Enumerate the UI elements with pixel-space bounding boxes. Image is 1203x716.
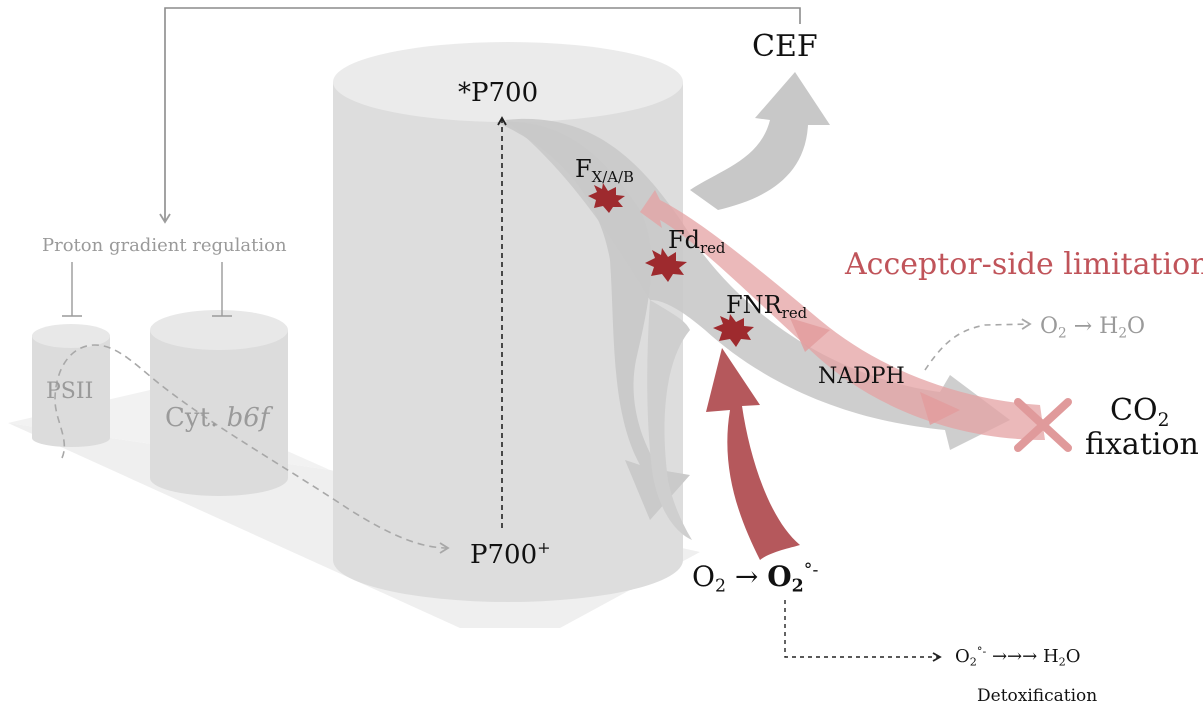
- detoxification-label: Detoxification: [977, 686, 1098, 706]
- water-h: H: [1099, 314, 1119, 339]
- o2-arrow: →: [726, 560, 768, 593]
- detox-h-sub: 2: [1058, 655, 1066, 669]
- water-h-sub: 2: [1118, 325, 1127, 342]
- detox-path: [784, 600, 942, 662]
- p700-ox-sup: +: [537, 538, 551, 558]
- fnr-sub: red: [781, 303, 808, 322]
- detox-chain-label: O2°- →→→ H2O: [955, 645, 1081, 669]
- fxab-base: F: [575, 155, 592, 183]
- detox-h: H: [1042, 646, 1059, 667]
- pink-arrowhead-2: [920, 392, 960, 425]
- co2-label: CO2: [1110, 393, 1169, 430]
- nadph-label: NADPH: [818, 364, 905, 389]
- psii-label: PSII: [46, 379, 94, 404]
- linear-electron-path: [54, 344, 450, 554]
- fxab-label: FX/A/B: [575, 155, 634, 184]
- pink-acceptor-flow: [640, 190, 1045, 440]
- p700-ox-base: P700: [470, 540, 538, 570]
- cytb6f-italic: b6f: [226, 403, 270, 433]
- detox-arrows: →→→: [986, 646, 1043, 667]
- fd-label: Fdred: [668, 226, 725, 255]
- grey-flow-lower: [647, 300, 692, 540]
- superoxide-base: O: [767, 560, 792, 593]
- detox-o-end: O: [1065, 646, 1081, 667]
- fd-sub: red: [700, 238, 726, 257]
- water-o: O: [1040, 314, 1059, 339]
- water-reaction-label: O2 → H2O: [1040, 314, 1146, 342]
- inhibition-psii: [62, 262, 82, 317]
- superoxide-reaction-label: O2 → O2°-: [692, 560, 819, 596]
- blocked-x-icon: [1014, 398, 1072, 452]
- red-superoxide-arrow: [706, 348, 800, 560]
- fixation-label: fixation: [1085, 427, 1199, 462]
- proton-gradient-label: Proton gradient regulation: [42, 235, 287, 256]
- o2-base: O: [692, 560, 715, 593]
- nadph-water-path: [924, 318, 1032, 371]
- detox-o-sup: °-: [976, 645, 987, 659]
- cef-label: CEF: [752, 29, 818, 64]
- co2-base: CO: [1110, 393, 1158, 428]
- o2-sub: 2: [714, 576, 727, 597]
- fnr-base: FNR: [726, 291, 782, 319]
- fxab-sub: X/A/B: [591, 167, 634, 186]
- inhibition-cytb6f: [212, 262, 232, 317]
- psii-cylinder: [32, 324, 110, 447]
- cytb6f-label: Cyt. b6f: [165, 405, 269, 431]
- p700-oxidized-label: P700+: [470, 539, 551, 570]
- acceptor-limitation-label: Acceptor-side limitation: [845, 247, 1203, 282]
- burst-fxab-icon: [588, 183, 625, 213]
- superoxide-sup: °-: [803, 560, 819, 581]
- water-o-sub: 2: [1058, 325, 1067, 342]
- p700-excited-label: *P700: [458, 78, 539, 108]
- fnr-label: FNRred: [726, 291, 807, 320]
- pink-arrowhead-1: [790, 318, 830, 352]
- detox-o-sub: 2: [969, 655, 977, 669]
- superoxide-sub: 2: [791, 576, 804, 597]
- water-arrow: →: [1066, 314, 1100, 339]
- co2-sub: 2: [1157, 409, 1170, 431]
- grey-flow-main: [505, 118, 1010, 451]
- grey-flow-cef: [690, 72, 830, 210]
- burst-fnr-icon: [713, 314, 754, 347]
- burst-fd-icon: [645, 248, 687, 282]
- cytb6f-cylinder: [150, 310, 288, 496]
- detox-o: O: [955, 646, 970, 667]
- cef-feedback-line: [159, 7, 801, 224]
- cytb6f-plain: Cyt.: [165, 403, 227, 433]
- water-o-end: O: [1127, 314, 1146, 339]
- fd-base: Fd: [668, 226, 701, 254]
